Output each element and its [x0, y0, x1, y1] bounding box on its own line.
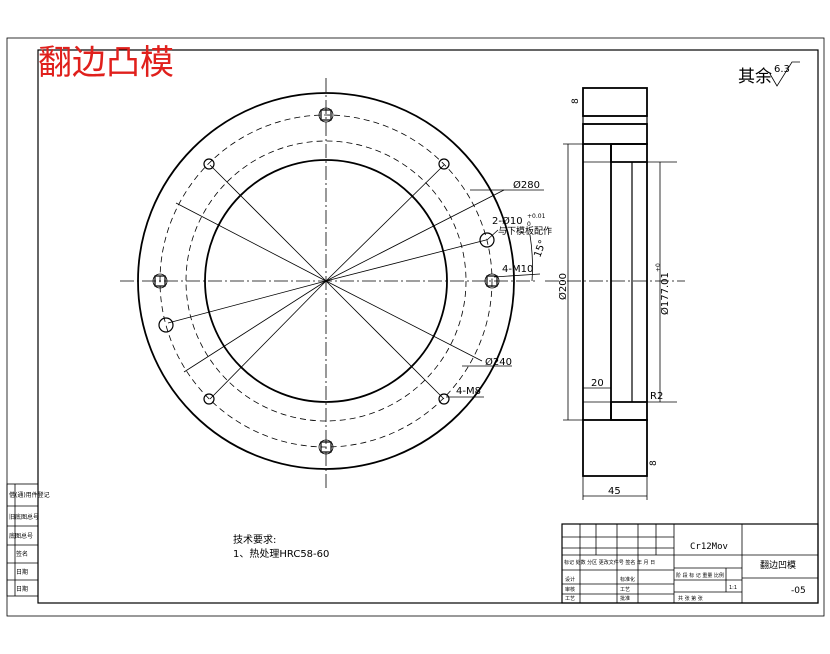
m10-hole-bottom [320, 441, 332, 453]
dowel-holes [158, 232, 495, 333]
dim-d240: Ø240 [485, 356, 512, 368]
roughness-note: 其余 6.3 [738, 61, 800, 87]
dim-d280: Ø280 [513, 179, 540, 191]
dim-r2: R2 [650, 391, 663, 402]
notes-item1: 1、热处理HRC58-60 [233, 547, 329, 560]
stamp-1: 借(通)用件登记 [9, 491, 50, 499]
tb-row-headers: 标记 处数 分区 更改文件号 签名 年 月 日 [564, 559, 655, 566]
stamp-2: 旧底图总号 [9, 513, 39, 521]
sheet-border [6, 37, 825, 617]
tb-standard: 标准化 [620, 576, 635, 583]
tb-drawing-no: -05 [791, 586, 806, 596]
front-view: Ø280 2-Ø10 +0.01 0 与下模板配作 15° 4-M10 Ø240… [120, 78, 552, 488]
section-bottom-block [582, 419, 648, 477]
section-top-lower [582, 123, 648, 145]
m10-hole-top [320, 109, 332, 121]
tb-material: Cr12Mov [690, 542, 728, 552]
tb-process: 工艺 [565, 596, 575, 602]
section-top-block [582, 87, 648, 117]
dim-top-mark: 8 [571, 98, 581, 104]
tb-craft: 工艺 [620, 587, 630, 593]
dim-angle: 15° [532, 239, 548, 259]
dim-fit-note: 与下模板配作 [498, 225, 552, 237]
m10-hole-right [486, 275, 498, 287]
radial-lines [167, 164, 505, 400]
section-thread-band [582, 115, 648, 125]
m8-holes [203, 158, 450, 405]
dim-d177: Ø177.01 [659, 272, 671, 315]
stamp-5: 日期 [16, 568, 28, 576]
dim-d177-tol: +0 [655, 263, 662, 272]
section-view: Ø200 Ø177.01 +0 20 R2 45 8 8 [545, 87, 685, 500]
dim-d200: Ø200 [557, 273, 569, 300]
dim-m10: 4-M10 [502, 264, 533, 275]
outer-circle [137, 92, 515, 470]
bolt-circle [159, 114, 493, 448]
tb-approve: 批准 [620, 595, 630, 602]
roughness-label: 其余 [738, 67, 772, 87]
dim-m8: 4-M8 [456, 386, 481, 397]
tb-stage-headers: 阶 段 标 记 重量 比例 [676, 572, 724, 579]
m10-holes [152, 107, 500, 455]
dim-w20: 20 [591, 378, 604, 389]
stamp-4: 签名 [16, 550, 28, 558]
notes-heading: 技术要求: [233, 533, 276, 546]
dim-holes-top: 2-Ø10 [492, 215, 523, 227]
tb-part-name: 翻边凹模 [760, 560, 796, 571]
drawing-title: 翻边凸模 [38, 43, 174, 83]
stamp-3: 底图总号 [9, 532, 33, 540]
roughness-value: 6.3 [774, 64, 790, 75]
m10-hole-left [154, 275, 166, 287]
drawing-frame [37, 49, 819, 604]
section-top-flange [610, 143, 648, 163]
dim-tol-top: +0.01 [527, 213, 546, 220]
tb-check: 审核 [565, 586, 575, 593]
dim-bottom-mark: 8 [649, 460, 659, 466]
inner-dashed-circle [185, 140, 467, 422]
inner-bore [204, 159, 448, 403]
dim-w45: 45 [608, 486, 621, 497]
left-stamp-column: 借(通)用件登记 旧底图总号 底图总号 签名 日期 日期 [6, 483, 50, 597]
tb-sheet: 共 张 第 张 [678, 595, 703, 602]
stamp-6: 日期 [16, 585, 28, 593]
roughness-symbol [769, 61, 800, 87]
front-dimensions: Ø280 2-Ø10 +0.01 0 与下模板配作 15° 4-M10 Ø240… [446, 179, 552, 398]
dim-tol-bottom: 0 [527, 221, 531, 228]
tb-design: 设计 [565, 576, 575, 583]
section-bottom-flange [610, 401, 648, 421]
tb-scale: 1:1 [729, 585, 737, 591]
title-block: Cr12Mov 翻边凹模 -05 标记 处数 分区 更改文件号 签名 年 月 日… [561, 523, 819, 604]
